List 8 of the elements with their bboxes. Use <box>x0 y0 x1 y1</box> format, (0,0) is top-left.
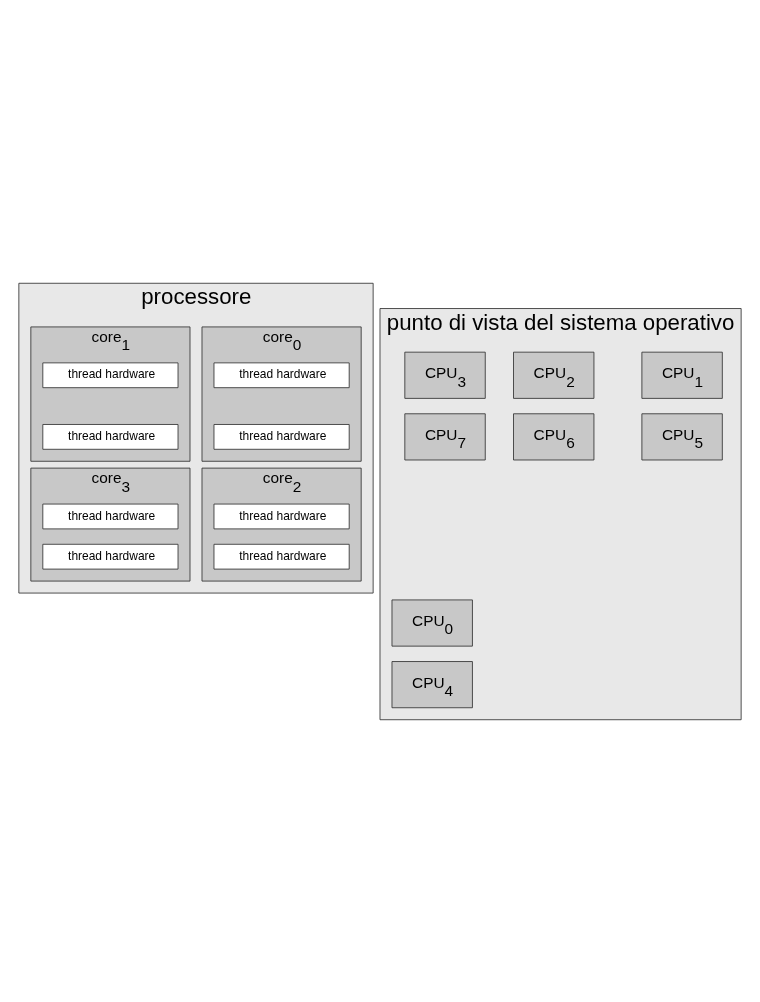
node-box: thread hardware <box>42 423 179 450</box>
node-box: thread hardware <box>213 423 350 450</box>
node-box: thread hardware <box>213 543 350 570</box>
node-box: thread hardware <box>42 543 179 570</box>
node-box: thread hardware <box>213 361 350 388</box>
node-box: thread hardware <box>213 503 350 529</box>
node-box: thread hardware <box>42 503 179 529</box>
node-box: thread hardware <box>42 361 179 388</box>
